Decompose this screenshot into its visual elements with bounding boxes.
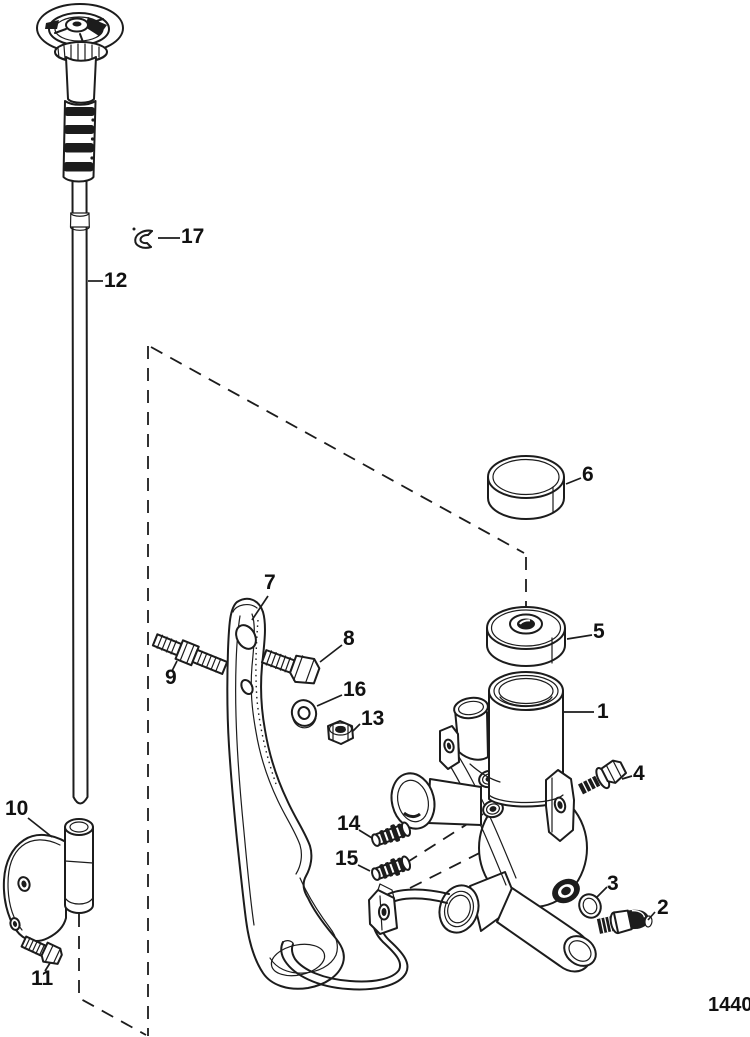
bracket-bolt [20,935,63,965]
callout-17: 17 [181,225,205,248]
callout-leader-lines [27,237,656,972]
callout-1: 1 [597,700,609,723]
callout-15: 15 [335,847,359,870]
callout-8: 8 [343,627,355,650]
cover-cap [487,455,565,520]
callout-3: 3 [607,872,619,895]
support-bracket [226,597,345,990]
o-ring [578,893,602,919]
seal-insert [486,606,566,667]
hose-clamp [368,883,398,935]
hex-nut [327,720,354,745]
callout-12: 12 [104,269,128,292]
callout-14: 14 [337,812,361,835]
figure-number: 1440 [708,994,750,1016]
callout-5: 5 [593,620,605,643]
callout-9: 9 [165,666,177,689]
callout-6: 6 [582,463,594,486]
flat-washer [290,699,318,729]
callout-13: 13 [361,707,385,730]
callout-2: 2 [657,896,669,919]
flange-bolt [578,759,627,795]
callout-4: 4 [633,762,645,785]
callout-16: 16 [343,678,367,701]
callout-7: 7 [264,571,276,594]
thermostat-housing [390,671,597,973]
retaining-e-clip [132,227,153,249]
elbow-fitting [596,909,653,935]
callout-10: 10 [5,797,29,820]
barb-fitting-lower [371,855,412,881]
barb-fitting-upper [371,821,412,847]
stud [151,633,229,675]
dipstick [36,3,124,805]
hex-bolt [260,649,321,685]
callout-11: 11 [31,967,54,990]
tube-support-bracket [2,818,94,943]
